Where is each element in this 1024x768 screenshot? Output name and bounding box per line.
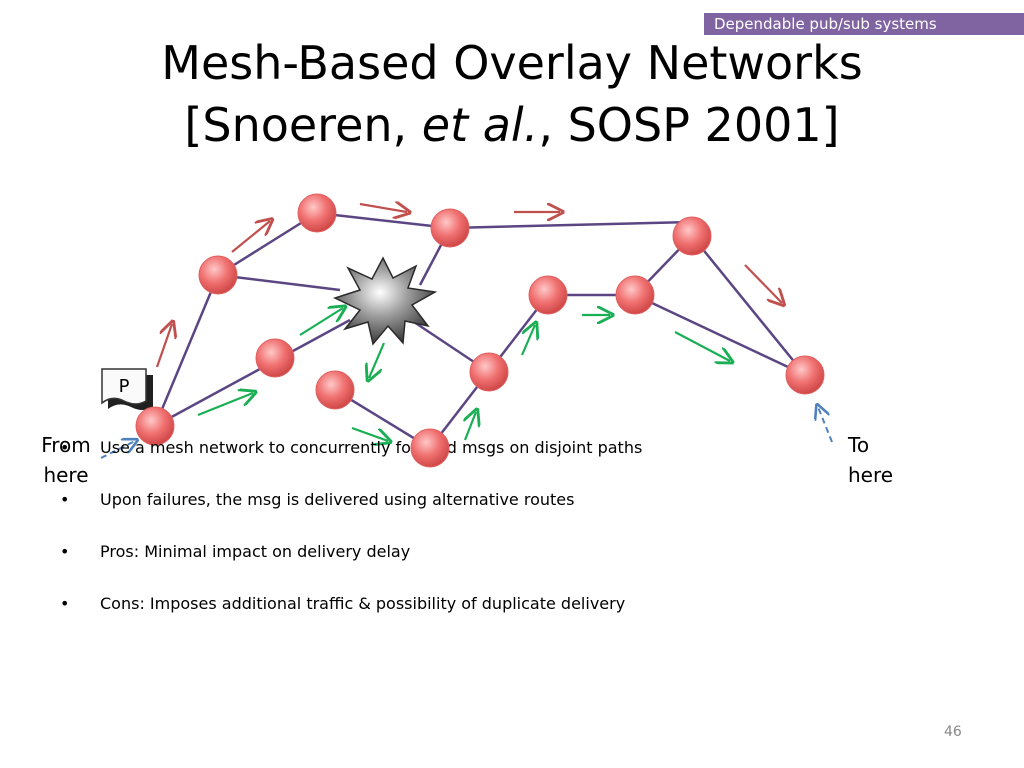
red-arrow	[359, 204, 407, 212]
green-arrow	[351, 426, 388, 441]
title-citation-post: , SOSP 2001]	[538, 98, 840, 152]
bullet-list: • Use a mesh network to concurrently forw…	[58, 436, 778, 644]
green-arrow	[674, 331, 730, 361]
red-arrow	[155, 324, 172, 368]
green-flow-arrows	[197, 308, 730, 441]
title-line-1: Mesh-Based Overlay Networks	[161, 36, 863, 90]
to-label-line-2: here	[848, 463, 894, 487]
to-label-line-1: To	[848, 433, 870, 457]
mesh-node	[198, 255, 238, 295]
mesh-node	[297, 193, 337, 233]
title-citation-pre: [Snoeren,	[184, 98, 422, 152]
slide-title: Mesh-Based Overlay Networks [Snoeren, et…	[0, 32, 1024, 156]
red-arrow	[231, 221, 270, 253]
failure-star-icon	[332, 256, 438, 346]
mesh-node	[785, 355, 825, 395]
mesh-edge	[153, 274, 220, 427]
bullet-item: • Use a mesh network to concurrently forw…	[58, 436, 778, 488]
bullet-item: • Cons: Imposes additional traffic & poss…	[58, 592, 778, 644]
green-arrow	[369, 342, 386, 378]
bullet-text: Use a mesh network to concurrently forwa…	[100, 438, 643, 457]
mesh-node	[315, 370, 355, 410]
mesh-edge	[634, 293, 806, 377]
mesh-node	[430, 208, 470, 248]
mesh-node	[528, 275, 568, 315]
bullet-dot: •	[60, 594, 70, 613]
bullet-dot: •	[60, 542, 70, 561]
bullet-dot: •	[60, 438, 70, 457]
mesh-node	[255, 338, 295, 378]
blue-arrow	[818, 407, 833, 443]
bullet-dot: •	[60, 490, 70, 509]
bullet-text: Upon failures, the msg is delivered usin…	[100, 490, 575, 509]
mesh-edge	[217, 273, 341, 292]
from-label-line-1: From	[41, 433, 91, 457]
failure-burst	[332, 256, 438, 346]
mesh-node	[469, 352, 509, 392]
green-arrow	[197, 393, 253, 417]
mesh-edge	[691, 235, 806, 376]
red-arrow	[744, 264, 782, 303]
bullet-text: Pros: Minimal impact on delivery delay	[100, 542, 411, 561]
packet-icon: P	[101, 368, 153, 410]
mesh-nodes	[198, 193, 825, 410]
mesh-node	[615, 275, 655, 315]
bullet-item: • Upon failures, the msg is delivered usi…	[58, 488, 778, 540]
mesh-edges	[153, 211, 806, 450]
blue-arrow	[100, 441, 135, 459]
blue-dashed-arrows	[100, 407, 833, 459]
bullet-text: Cons: Imposes additional traffic & possi…	[100, 594, 626, 613]
green-arrow	[299, 308, 343, 336]
title-line-2: [Snoeren, et al., SOSP 2001]	[0, 94, 1024, 156]
page-number: 46	[944, 724, 962, 740]
mesh-edge	[316, 211, 451, 230]
title-citation-em: et al.	[421, 98, 539, 152]
green-arrow	[465, 412, 476, 441]
from-label-line-2: here	[43, 463, 89, 487]
mesh-node	[672, 216, 712, 256]
bullet-item: • Pros: Minimal impact on delivery delay	[58, 540, 778, 592]
mesh-edge	[449, 220, 693, 230]
to-here-label: To here	[848, 430, 893, 490]
from-here-label: From here	[36, 430, 96, 490]
packet-label: P	[119, 376, 130, 397]
mesh-edge	[154, 318, 351, 428]
red-flow-arrows	[155, 204, 782, 368]
source-node	[135, 406, 175, 446]
section-tag: Dependable pub/sub systems	[704, 13, 1024, 35]
green-arrow	[520, 325, 535, 356]
